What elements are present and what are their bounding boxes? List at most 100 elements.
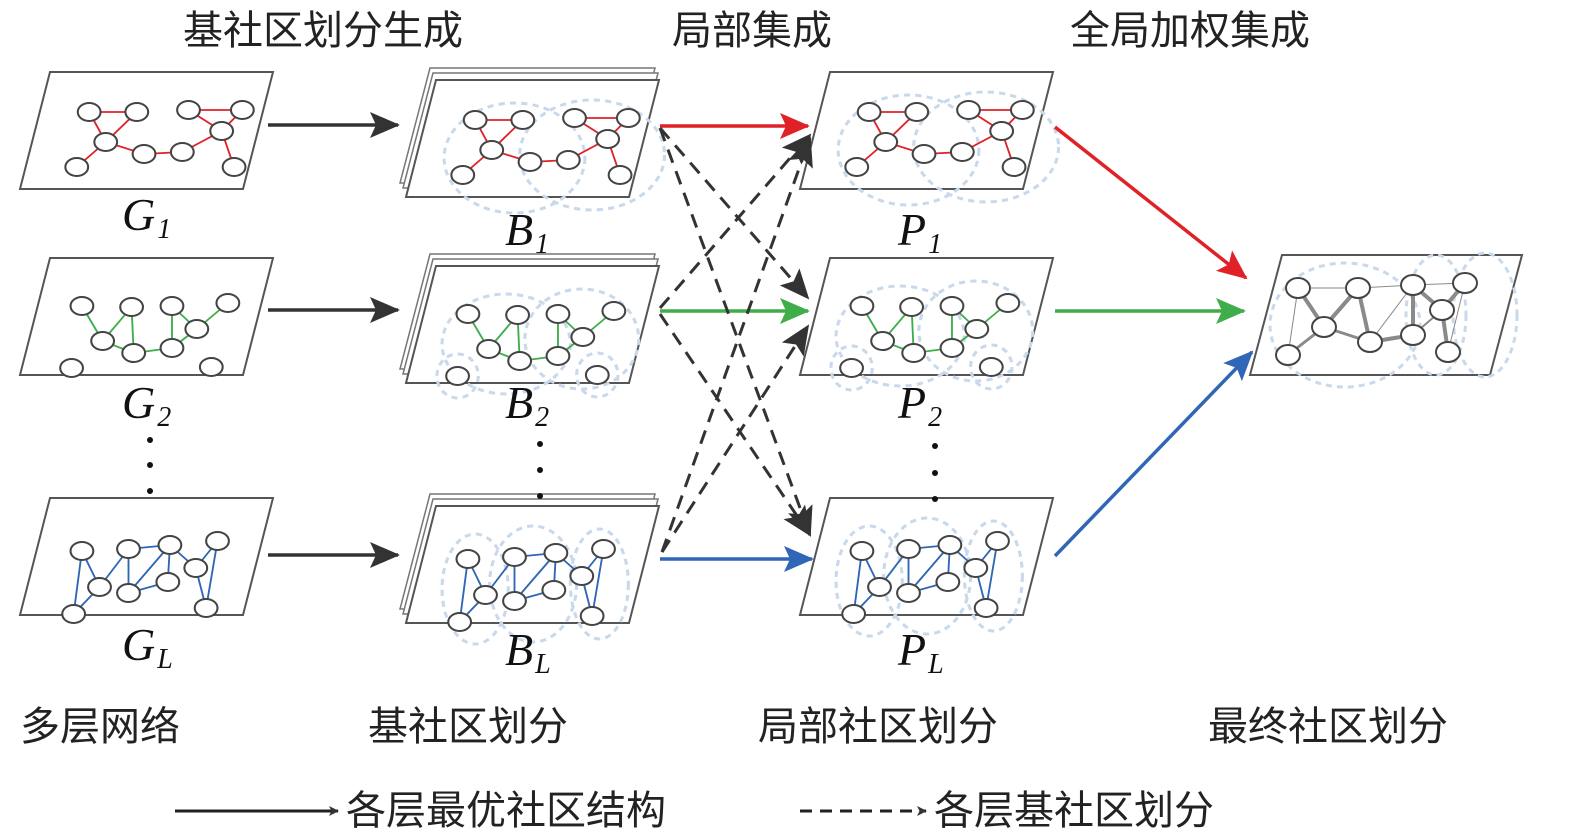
- node: [591, 539, 616, 559]
- node: [1429, 299, 1455, 321]
- label-GL: GL: [122, 619, 173, 675]
- node: [964, 319, 990, 339]
- node: [90, 331, 116, 351]
- graph: [836, 90, 1061, 207]
- graph: [59, 293, 241, 378]
- node: [995, 293, 1021, 313]
- node: [1400, 324, 1426, 346]
- node: [849, 296, 875, 316]
- local-panel-layer-1: [798, 71, 1061, 207]
- dashed-arrow-base-1-to-local-2: [658, 127, 810, 300]
- community-outline: [1451, 251, 1519, 379]
- node: [205, 531, 230, 551]
- node: [844, 157, 870, 177]
- panel-frame: [798, 257, 1055, 376]
- community-outline: [435, 352, 480, 400]
- edge: [591, 548, 605, 617]
- node: [157, 535, 183, 555]
- legend-solid-label: 各层最优社区结构: [346, 788, 666, 834]
- community-outline: [917, 279, 1035, 383]
- base-panel-layer-1: [399, 67, 667, 215]
- ellipsis-local: [932, 443, 938, 502]
- node: [963, 558, 989, 578]
- node: [543, 543, 569, 563]
- arrows: [268, 112, 1254, 572]
- arrow-local-L-to-final: [1053, 350, 1254, 558]
- node: [601, 301, 627, 321]
- node: [595, 129, 621, 149]
- layers: [18, 67, 1061, 646]
- node: [159, 296, 185, 316]
- community-outline: [834, 284, 966, 388]
- node: [570, 327, 596, 347]
- community-outline: [912, 90, 1061, 204]
- node: [61, 604, 87, 624]
- node: [841, 604, 867, 624]
- node: [956, 100, 981, 120]
- stage-title-local-ensemble: 局部集成: [672, 8, 832, 54]
- node: [615, 108, 641, 128]
- node: [198, 357, 224, 377]
- caption-local-partitions: 局部社区划分: [758, 704, 998, 750]
- node: [839, 358, 864, 378]
- network-panel-layer-2: [18, 257, 275, 378]
- node: [229, 100, 255, 120]
- node: [1345, 277, 1371, 299]
- node: [169, 142, 195, 162]
- caption-final-partition: 最终社区划分: [1208, 704, 1448, 750]
- node: [870, 331, 896, 351]
- node: [476, 339, 502, 359]
- panel-frame: [18, 497, 275, 616]
- node: [455, 304, 481, 324]
- node: [607, 165, 633, 185]
- dashed-arrow-base-L-to-local-2: [660, 324, 810, 553]
- node: [904, 102, 930, 122]
- base-panel-layer-L: [399, 493, 661, 646]
- node: [896, 539, 921, 559]
- community-outline: [442, 101, 587, 215]
- label-G1: G1: [122, 189, 171, 245]
- node: [899, 297, 925, 317]
- community-outline: [523, 287, 641, 391]
- label-P1: P1: [897, 204, 942, 260]
- node: [911, 144, 937, 164]
- community-outline: [575, 351, 620, 399]
- panel-frame: [404, 265, 661, 384]
- local-panel-layer-L: [798, 497, 1055, 638]
- community-outline: [1404, 253, 1468, 377]
- legend: 各层最优社区结构 各层基社区划分: [175, 788, 1214, 834]
- node: [1357, 331, 1383, 353]
- label-PL: PL: [897, 624, 944, 680]
- node: [69, 541, 95, 561]
- node: [473, 585, 498, 605]
- ellipsis-dots: [147, 437, 938, 502]
- edge: [458, 558, 469, 623]
- graph: [1268, 251, 1519, 389]
- node: [1009, 100, 1035, 120]
- node: [87, 577, 112, 597]
- node: [985, 531, 1010, 551]
- node: [939, 296, 965, 316]
- node: [873, 132, 899, 152]
- node: [69, 296, 95, 316]
- node: [856, 102, 882, 122]
- ellipsis-base: [537, 441, 543, 499]
- stage-title-global-weighted-ensemble: 全局加权集成: [1070, 8, 1310, 54]
- graph: [834, 516, 1024, 638]
- community-outline: [568, 527, 630, 641]
- node: [76, 102, 102, 122]
- node: [93, 132, 119, 152]
- node: [507, 351, 533, 371]
- node: [59, 358, 84, 378]
- node: [584, 365, 610, 385]
- node: [545, 304, 571, 324]
- node: [1285, 277, 1311, 299]
- weighted-edge: [1447, 282, 1466, 353]
- community-outline: [440, 292, 572, 396]
- graph: [440, 524, 630, 646]
- node: [450, 165, 476, 185]
- node: [989, 121, 1015, 141]
- node: [849, 541, 875, 561]
- node: [935, 572, 961, 592]
